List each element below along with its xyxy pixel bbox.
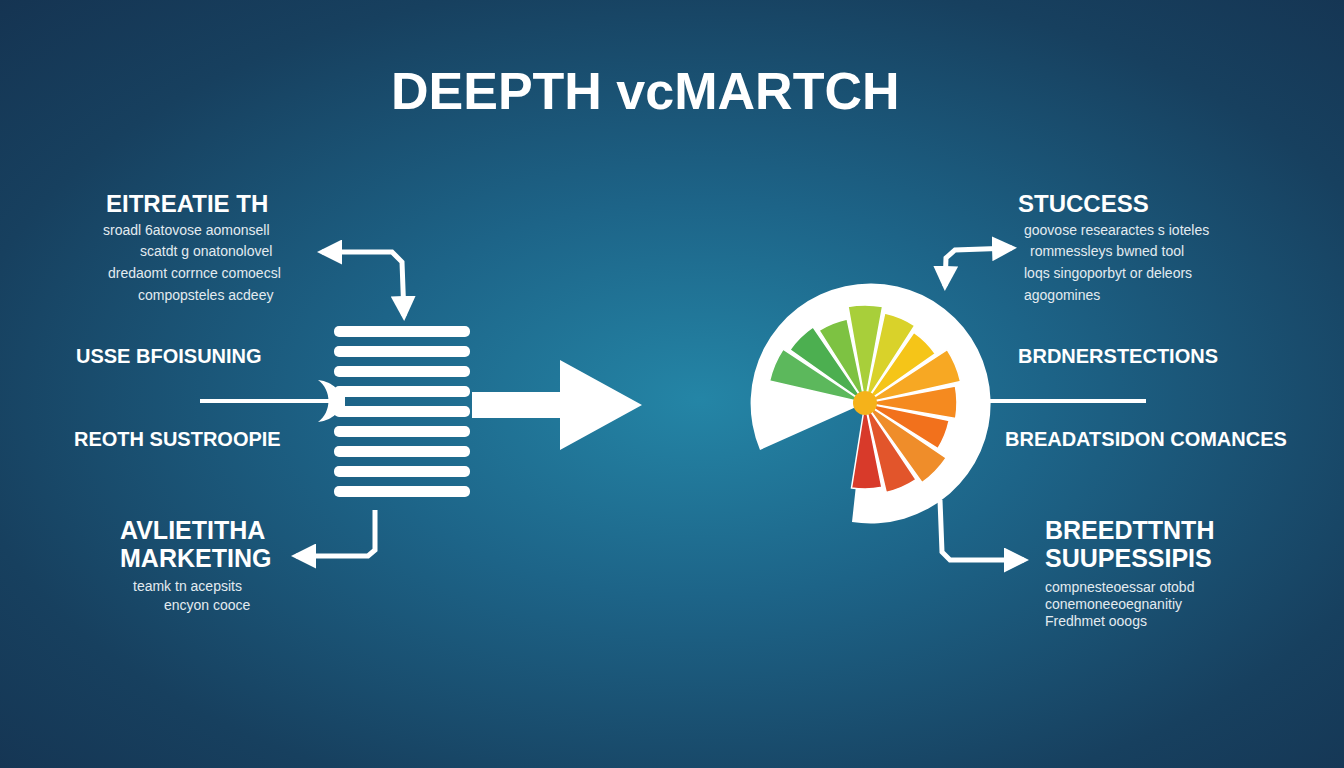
bar xyxy=(334,426,470,437)
note-text: compnesteoessar otobd xyxy=(1045,579,1194,595)
bent-arrow xyxy=(945,248,1012,286)
note-text: dredaomt corrnce comoecsl xyxy=(108,265,281,281)
pie-wedges xyxy=(770,305,961,492)
big-arrow xyxy=(472,360,642,450)
heading-label: BRDNERSTECTIONS xyxy=(1018,345,1218,368)
bar xyxy=(334,446,470,457)
heading-label: BREADATSIDON COMANCES xyxy=(1005,428,1287,451)
note-text: compopsteles acdeey xyxy=(138,287,273,303)
heading-label: REOTH SUSTROOPIE xyxy=(74,428,281,451)
note-text: goovose researactes s ioteles xyxy=(1024,222,1209,238)
note-text: rommessleys bwned tool xyxy=(1030,243,1184,259)
bar xyxy=(334,466,470,477)
note-text: conemoneeoegnanitiy xyxy=(1045,596,1182,612)
bar xyxy=(334,486,470,497)
note-text: teamk tn acepsits xyxy=(133,578,242,594)
title: DEEPTH vcMARTCH xyxy=(391,62,900,122)
note-text: Fredhmet ooogs xyxy=(1045,613,1147,629)
note-text: loqs singoporbyt or deleors xyxy=(1024,265,1192,281)
note-text: encyon cooce xyxy=(164,597,250,613)
bar xyxy=(334,386,470,397)
heading-label: USSE BFOISUNING xyxy=(76,345,262,368)
lead-line xyxy=(200,399,332,403)
bent-arrow xyxy=(940,500,1024,560)
note-text: scatdt g onatonolovel xyxy=(140,243,272,259)
bar xyxy=(334,366,470,377)
bent-arrow xyxy=(296,510,375,556)
lead-line xyxy=(983,399,1146,403)
note-text: agogomines xyxy=(1024,287,1100,303)
pie-wedge xyxy=(852,403,882,489)
bar xyxy=(334,326,470,337)
heading-label: BREEDTTNTH SUUPESSIPIS xyxy=(1045,516,1265,572)
heading-label: AVLIETITHA MARKETING xyxy=(120,516,330,572)
note-text: sroadl 6atovose aomonsell xyxy=(103,222,270,238)
bar xyxy=(334,346,470,357)
striped-icon xyxy=(334,326,470,497)
bar xyxy=(334,406,470,417)
heading-label: EITREATIE TH xyxy=(106,190,268,218)
pie-hub xyxy=(853,391,877,415)
pie-disc xyxy=(751,283,991,523)
heading-label: STUCCESS xyxy=(1018,190,1149,218)
bent-arrow xyxy=(322,252,404,316)
